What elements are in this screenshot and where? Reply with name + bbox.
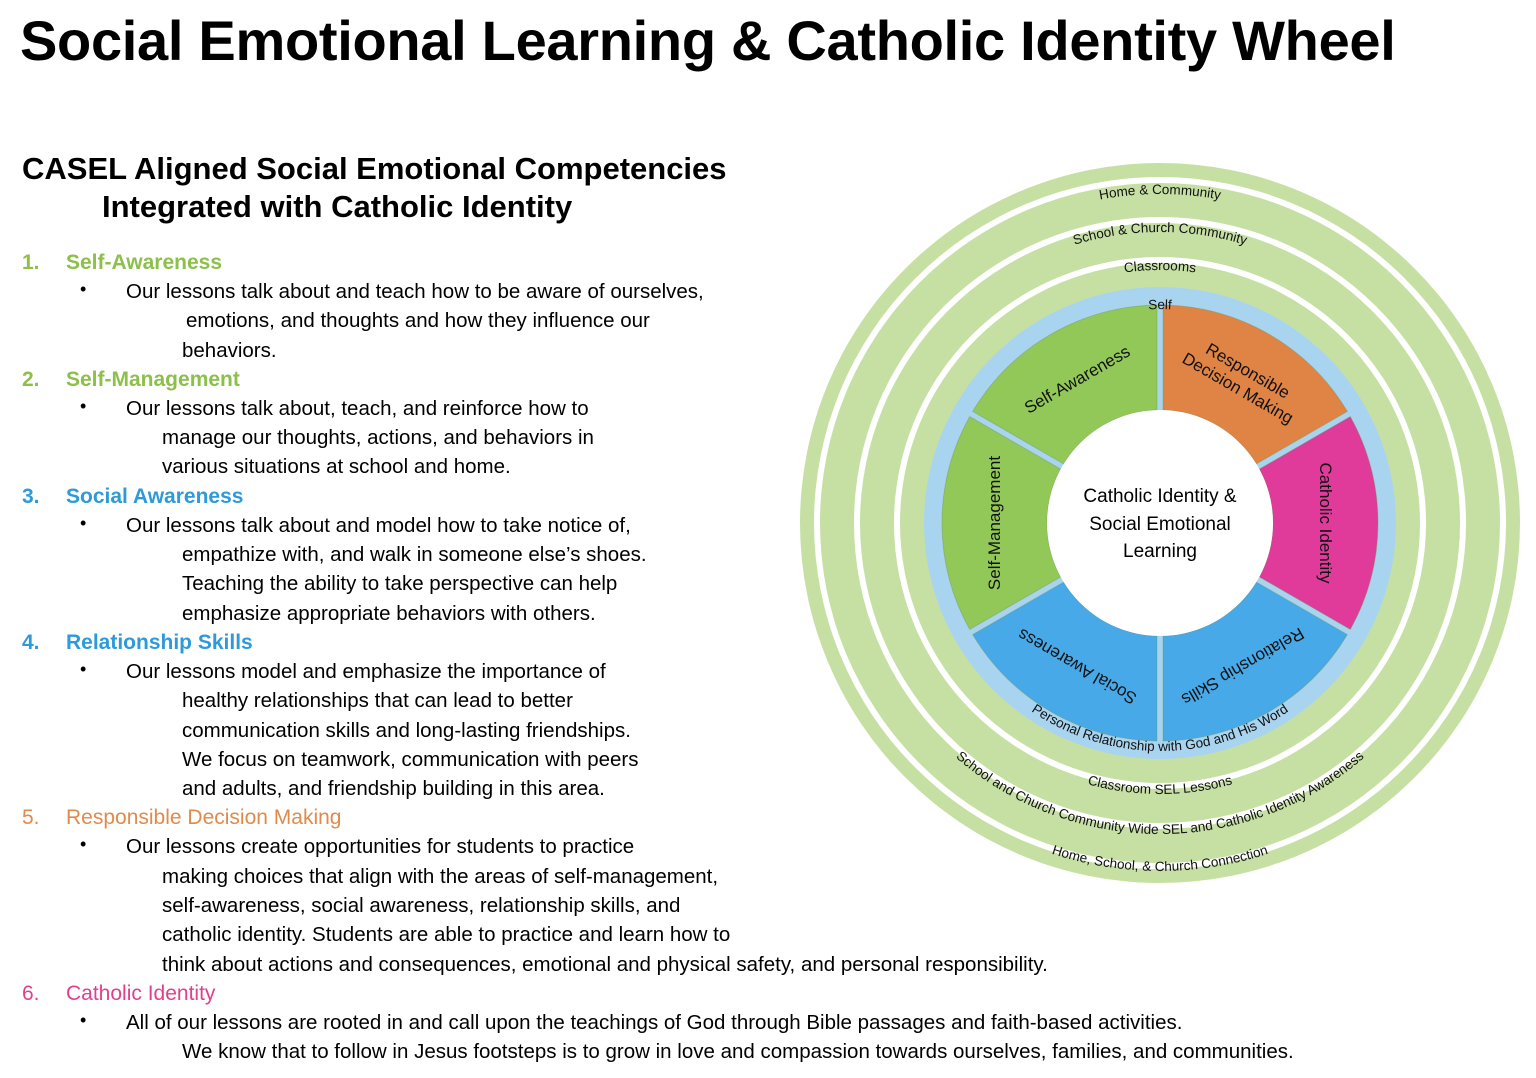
bullet-icon: • [80,279,87,299]
section-text-line: think about actions and consequences, em… [162,952,1048,976]
bullet-icon: • [80,395,87,416]
ring-label-self: Self [1148,297,1172,312]
wheel-center-line-3: Learning [1123,541,1197,562]
section-heading-label: Relationship Skills [66,630,253,654]
section-text-line: All of our lessons are rooted in and cal… [126,1010,1183,1034]
section-text-line: various situations at school and home. [162,455,511,479]
section-number: 4. [22,630,40,654]
section-heading: 6. Catholic Identity [0,979,1536,1008]
section-text-line: behaviors. [182,338,277,362]
subtitle-line-2: Integrated with Catholic Identity [102,189,573,224]
competency-list: 1. Self-Awareness • Our lessons talk abou… [0,248,1536,1067]
section-relationship-skills: 4. Relationship Skills • Our lessons mode… [0,628,1536,803]
section-heading-label: Catholic Identity [66,981,216,1005]
section-number: 6. [22,981,40,1005]
section-heading: 1. Self-Awareness [0,248,1536,277]
section-text-line: making choices that align with the areas… [162,864,719,888]
wheel-center-line-2: Social Emotional [1089,514,1231,535]
segment-label-catholic-identity: Catholic Identity [1316,463,1335,584]
bullet-icon: • [80,834,87,855]
bullet-icon: • [80,512,87,533]
section-text-line: manage our thoughts, actions, and behavi… [162,426,594,450]
section-text-line: Our lessons create opportunities for stu… [126,835,635,859]
section-text-line: Our lessons talk about, teach, and reinf… [126,396,589,420]
section-heading: 5. Responsible Decision Making [0,803,1536,832]
section-number: 3. [22,484,40,508]
wheel-center-line-1: Catholic Identity & [1083,486,1236,507]
bullet-icon: • [80,658,87,679]
section-catholic-identity: 6. Catholic Identity • All of our lessons… [0,979,1536,1067]
segment-label-self-management: Self-Management [985,456,1004,590]
wheel-center [1047,410,1273,636]
section-heading: 2. Self-Management [0,365,1536,394]
subtitle-line-1: CASEL Aligned Social Emotional Competenc… [22,151,727,186]
section-text-line: We know that to follow in Jesus footstep… [182,1040,1294,1064]
section-self-management: 2. Self-Management • Our lessons talk abo… [0,365,1536,482]
section-heading-label: Self-Awareness [66,251,223,274]
section-text-line: Our lessons talk about and model how to … [126,513,631,537]
section-responsible-decision-making: 5. Responsible Decision Making • Our less… [0,803,1536,978]
section-text-line: We focus on teamwork, communication with… [182,747,639,771]
section-text-line: Teaching the ability to take perspective… [182,572,618,596]
section-heading-label: Social Awareness [66,484,244,508]
section-text-line: empathize with, and walk in someone else… [182,543,647,567]
section-self-awareness: 1. Self-Awareness • Our lessons talk abou… [0,248,1536,365]
section-heading-label: Responsible Decision Making [66,806,342,830]
ring-label-home-community: Home & Community [1098,182,1222,203]
section-number: 2. [22,367,40,391]
bullet-icon: • [80,1009,87,1030]
section-text-line: self-awareness, social awareness, relati… [162,894,681,918]
section-text-line: communication skills and long-lasting fr… [182,718,631,742]
section-social-awareness: 3. Social Awareness • Our lessons talk ab… [0,482,1536,628]
section-number: 5. [22,806,40,830]
section-number: 1. [22,251,40,274]
section-text-line: and adults, and friendship building in t… [182,777,605,801]
section-text-line: healthy relationships that can lead to b… [182,689,573,713]
subtitle: CASEL Aligned Social Emotional Competenc… [0,150,760,226]
section-text-line: emotions, and thoughts and how they infl… [186,309,650,333]
page-title: Social Emotional Learning & Catholic Ide… [20,9,1396,72]
section-heading: 3. Social Awareness [0,482,1536,511]
section-text-line: emphasize appropriate behaviors with oth… [182,601,596,625]
section-heading: 4. Relationship Skills [0,628,1536,657]
section-heading-label: Self-Management [66,367,240,391]
ring-label-classrooms: Classrooms [1123,258,1197,276]
section-text-line: catholic identity. Students are able to … [162,923,731,947]
section-text-line: Our lessons model and emphasize the impo… [126,659,606,683]
section-text-line: Our lessons talk about and teach how to … [126,280,704,303]
